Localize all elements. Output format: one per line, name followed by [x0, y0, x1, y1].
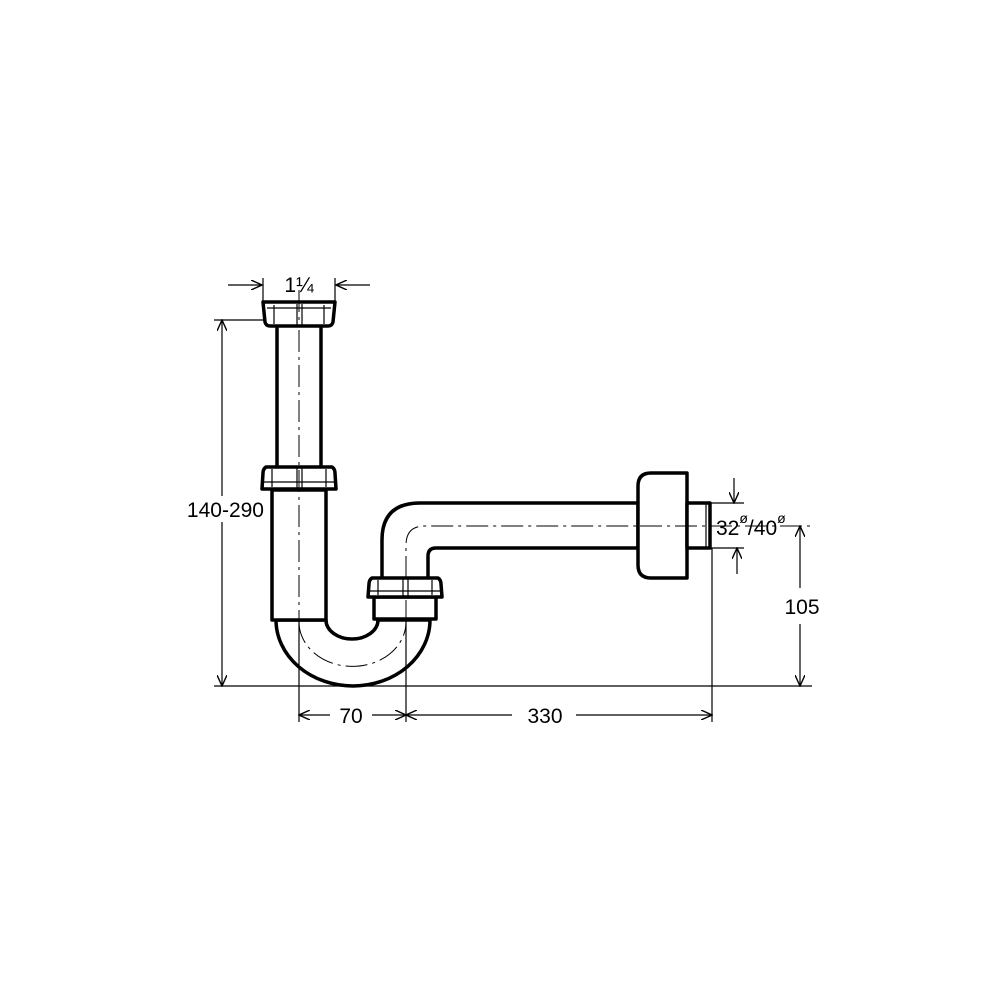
height-range-label: 140-290 — [187, 499, 264, 522]
outlet-diameter-label: 32ø/40ø — [716, 510, 786, 540]
outlet-height-label: 105 — [784, 596, 819, 619]
top-nut — [261, 300, 337, 328]
u-bend — [274, 618, 432, 688]
horizontal-length-label: 330 — [527, 705, 562, 728]
horizontal-pipe — [380, 501, 640, 582]
outlet-collar — [372, 595, 438, 621]
bend-width-label: 70 — [339, 705, 362, 728]
wall-rosette — [636, 471, 689, 580]
outlet-nut — [366, 576, 444, 599]
thread-size-label: 1¼ — [284, 274, 314, 297]
